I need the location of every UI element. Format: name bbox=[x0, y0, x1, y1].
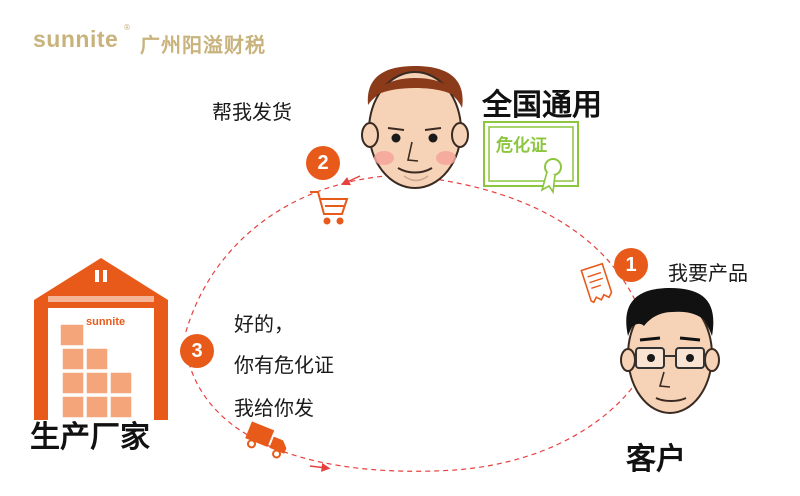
step-badge-1: 1 bbox=[614, 248, 648, 282]
step-badge-3: 3 bbox=[180, 334, 214, 368]
agent-avatar bbox=[361, 66, 469, 189]
step-3-line-3: 我给你发 bbox=[234, 396, 314, 420]
brand-registered-mark: ® bbox=[123, 23, 131, 32]
factory-sign: sunnite bbox=[86, 316, 126, 328]
step-badge-2: 2 bbox=[306, 146, 340, 180]
factory-label: 生产厂家 bbox=[30, 420, 150, 455]
flow-arrow-to-factory bbox=[340, 175, 361, 186]
certificate-icon bbox=[483, 121, 579, 195]
customer-label: 客户 bbox=[626, 442, 686, 477]
agent-caption: 全国通用 bbox=[482, 88, 602, 123]
step-3-line-2: 你有危化证 bbox=[234, 353, 334, 377]
flow-arc-factory-to-customer bbox=[184, 344, 656, 472]
brand-company-name: 广州阳溢财税 bbox=[140, 33, 266, 57]
step-1-text: 我要产品 bbox=[668, 261, 748, 285]
flow-arrow-to-customer bbox=[309, 462, 331, 472]
brand-logo-text: sunnite bbox=[33, 26, 119, 52]
step-3-line-1: 好的， bbox=[234, 312, 294, 336]
certificate-label: 危化证 bbox=[496, 136, 547, 156]
step-2-text: 帮我发货 bbox=[212, 100, 292, 124]
warehouse-icon bbox=[34, 258, 168, 420]
shopping-cart-icon bbox=[310, 191, 349, 225]
receipt-icon bbox=[580, 262, 613, 304]
customer-avatar bbox=[620, 288, 720, 414]
delivery-truck-icon bbox=[245, 421, 287, 459]
